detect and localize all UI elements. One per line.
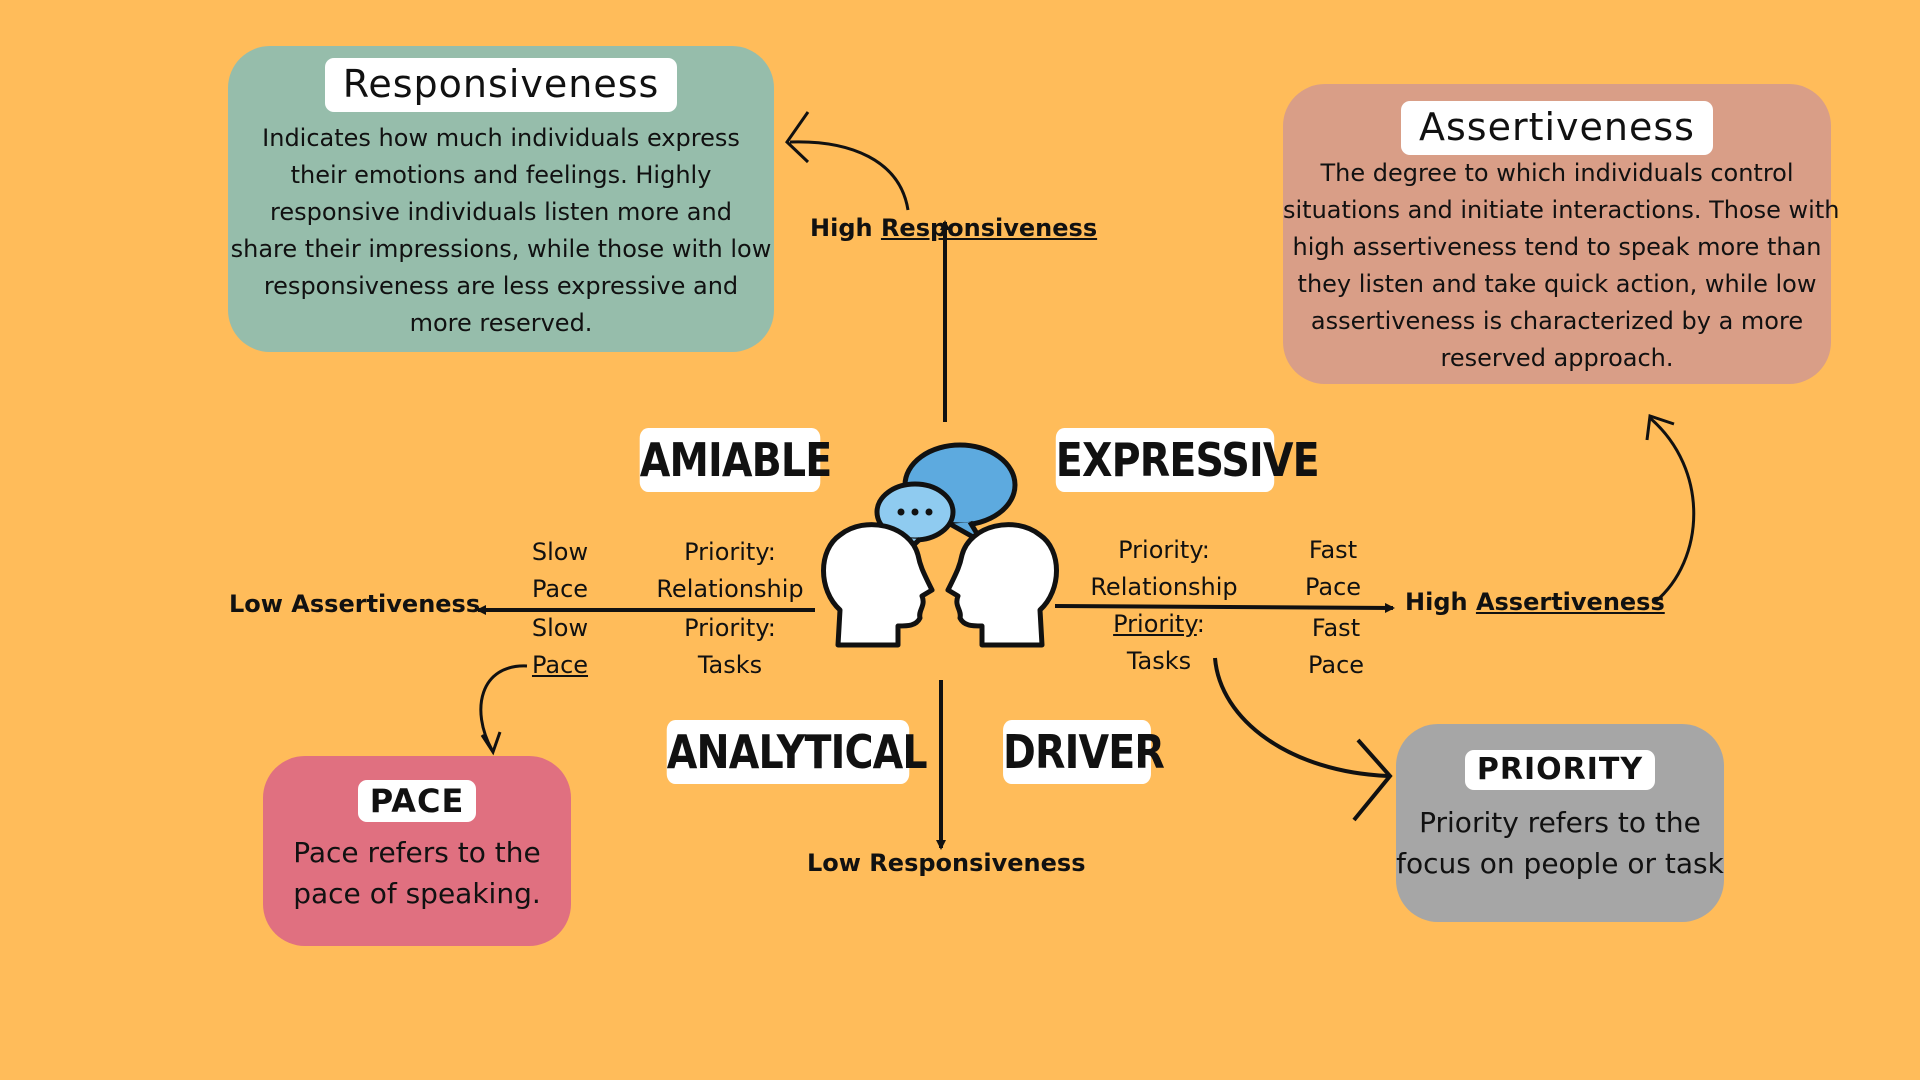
low-assertiveness-label: Low Assertiveness	[229, 590, 481, 618]
pace-description: Pace refers to the pace of speaking.	[293, 836, 541, 911]
priority-relationship-left: Priority: Relationship	[656, 538, 804, 603]
slow-pace-top: Slow Pace	[531, 538, 589, 603]
responsiveness-description: Indicates how much individuals express t…	[230, 123, 772, 337]
speech-bubble-icon	[874, 442, 1018, 559]
priority-title: PRIORITY	[1464, 750, 1656, 790]
high-responsiveness-label: High Responsiveness	[810, 214, 1098, 242]
priority-tasks-right: Priority: Tasks	[1113, 610, 1205, 675]
responsiveness-title: Responsiveness	[324, 58, 678, 112]
analytical-label: ANALYTICAL	[666, 720, 928, 784]
fast-pace-top: Fast Pace	[1304, 536, 1362, 601]
assertiveness-title: Assertiveness	[1401, 101, 1713, 155]
curve-to-pace	[479, 664, 528, 751]
assertiveness-card: Assertiveness The degree to which indivi…	[1283, 84, 1840, 384]
amiable-label: AMIABLE	[639, 428, 832, 492]
pace-title: PACE	[357, 780, 477, 823]
fast-pace-bottom: Fast Pace	[1307, 614, 1365, 679]
high-assertiveness-label: High Assertiveness	[1405, 588, 1665, 616]
slow-pace-bottom: Slow Pace	[531, 614, 589, 679]
high-assertiveness-arrow	[1054, 602, 1395, 613]
two-heads-talking-icon	[821, 442, 1059, 648]
priority-card: PRIORITY Priority refers to the focus on…	[1396, 724, 1724, 922]
curve-to-responsiveness	[789, 140, 910, 211]
priority-tasks-left: Priority: Tasks	[684, 614, 776, 679]
driver-label: DRIVER	[1003, 720, 1165, 784]
low-responsiveness-label: Low Responsiveness	[807, 849, 1086, 877]
pace-card: PACE Pace refers to the pace of speaking…	[263, 756, 571, 946]
responsiveness-card: Responsiveness Indicates how much indivi…	[228, 46, 774, 352]
curve-to-assertiveness	[1649, 416, 1696, 604]
priority-description: Priority refers to the focus on people o…	[1396, 806, 1724, 880]
assertiveness-description: The degree to which individuals control …	[1283, 158, 1840, 372]
expressive-label: EXPRESSIVE	[1055, 428, 1320, 492]
priority-relationship-right: Priority: Relationship	[1090, 536, 1238, 601]
curve-to-priority	[1213, 657, 1389, 778]
